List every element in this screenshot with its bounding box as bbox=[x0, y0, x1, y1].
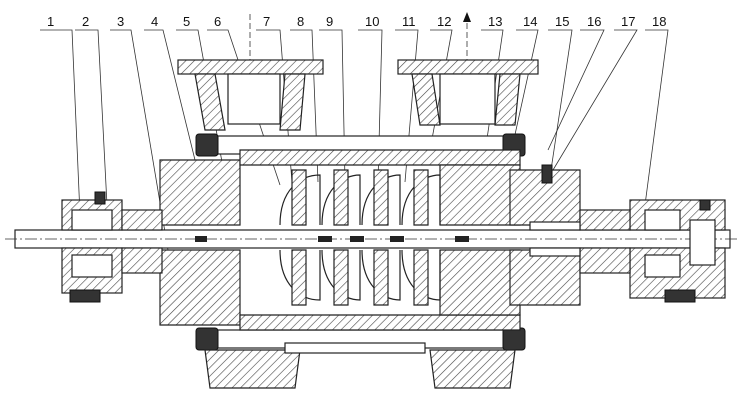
callout-8: 8 bbox=[297, 14, 304, 29]
right-bearing-housing bbox=[579, 199, 726, 303]
left-bearing-housing bbox=[61, 191, 163, 303]
callout-16: 16 bbox=[587, 14, 601, 29]
callout-11: 11 bbox=[402, 14, 416, 29]
casing-upper bbox=[159, 149, 581, 226]
callout-18: 18 bbox=[652, 14, 666, 29]
stage-2 bbox=[321, 169, 361, 306]
impeller-stages bbox=[279, 169, 441, 306]
discharge-nozzle bbox=[397, 59, 539, 126]
stage-1 bbox=[279, 169, 321, 306]
callout-9: 9 bbox=[326, 14, 333, 29]
callout-17: 17 bbox=[621, 14, 635, 29]
balance-drum bbox=[529, 164, 581, 257]
callout-1: 1 bbox=[47, 14, 54, 29]
callout-6: 6 bbox=[214, 14, 221, 29]
base-feet bbox=[204, 342, 516, 389]
casing-lower bbox=[159, 249, 581, 331]
stage-3 bbox=[361, 169, 401, 306]
shaft bbox=[5, 229, 738, 249]
callout-7: 7 bbox=[263, 14, 270, 29]
callout-15: 15 bbox=[555, 14, 569, 29]
callout-14: 14 bbox=[523, 14, 537, 29]
callout-5: 5 bbox=[183, 14, 190, 29]
callout-10: 10 bbox=[365, 14, 379, 29]
outlet-arrow bbox=[463, 12, 471, 22]
callout-12: 12 bbox=[437, 14, 451, 29]
callout-labels: 1 2 3 4 5 6 7 8 9 10 11 12 13 14 15 16 1… bbox=[47, 14, 666, 29]
callout-4: 4 bbox=[151, 14, 158, 29]
leader-lines bbox=[40, 29, 669, 251]
stage-4 bbox=[401, 169, 441, 306]
callout-3: 3 bbox=[117, 14, 124, 29]
suction-nozzle bbox=[177, 59, 324, 131]
callout-2: 2 bbox=[82, 14, 89, 29]
callout-13: 13 bbox=[488, 14, 502, 29]
shaft-key bbox=[195, 236, 207, 242]
